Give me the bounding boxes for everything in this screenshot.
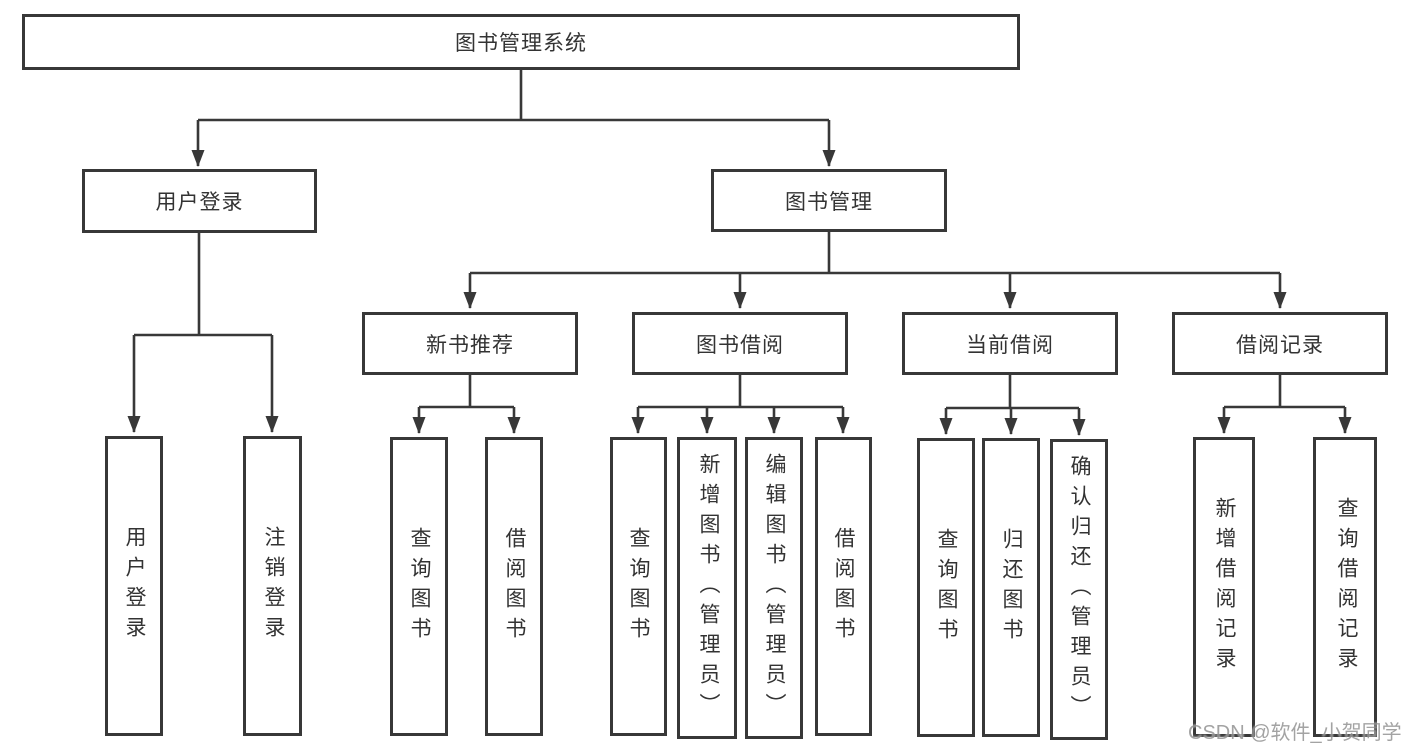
node-book-borrowing: 图书借阅: [632, 312, 848, 375]
leaf-edit-book-admin: 编辑图书（管理员）: [745, 437, 803, 739]
leaf-query-borrow-record: 查询借阅记录: [1313, 437, 1377, 737]
node-book-management: 图书管理: [711, 169, 947, 232]
leaf-confirm-return-admin: 确认归还（管理员）: [1050, 439, 1108, 740]
node-new-book-recommendation: 新书推荐: [362, 312, 578, 375]
leaf-query-books-3: 查询图书: [917, 438, 975, 737]
watermark: CSDN @软件_小贺同学: [1188, 722, 1402, 744]
node-current-borrowing: 当前借阅: [902, 312, 1118, 375]
leaf-add-book-admin: 新增图书（管理员）: [677, 437, 737, 739]
node-user-login: 用户登录: [82, 169, 317, 233]
leaf-borrow-books-2: 借阅图书: [815, 437, 872, 736]
leaf-query-books-2: 查询图书: [610, 437, 667, 736]
leaf-user-login: 用户登录: [105, 436, 163, 736]
leaf-add-borrow-record: 新增借阅记录: [1193, 437, 1255, 737]
leaf-borrow-books-1: 借阅图书: [485, 437, 543, 736]
leaf-logout: 注销登录: [243, 436, 302, 736]
leaf-query-books-1: 查询图书: [390, 437, 448, 736]
node-borrowing-records: 借阅记录: [1172, 312, 1388, 375]
node-library-management-system: 图书管理系统: [22, 14, 1020, 70]
leaf-return-books: 归还图书: [982, 438, 1040, 737]
